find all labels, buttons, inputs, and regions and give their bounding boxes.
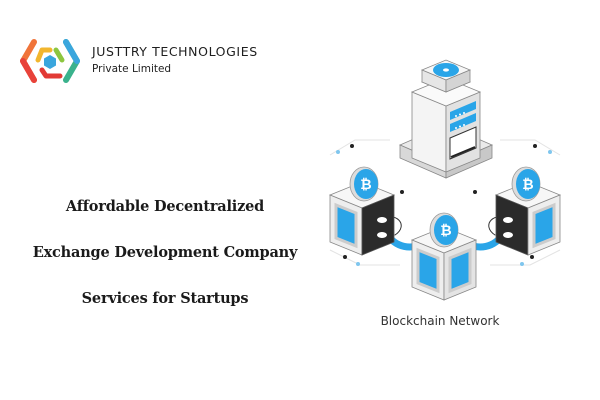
headline-line-1: Affordable Decentralized: [65, 198, 265, 215]
headline: Affordable Decentralized Exchange Develo…: [0, 197, 330, 335]
brand-name: JUSTTRY TECHNOLOGIES: [92, 44, 258, 59]
block-cube-icon: [328, 181, 396, 256]
brand-subtitle: Private Limited: [92, 63, 172, 75]
illustration-caption: Blockchain Network: [380, 314, 500, 328]
company-logo-icon: [20, 39, 80, 83]
brand-block: JUSTTRY TECHNOLOGIES Private Limited: [92, 44, 258, 76]
headline-line-3: Services for Startups: [81, 290, 249, 307]
server-icon: [398, 59, 494, 179]
block-cube-icon: [494, 181, 562, 256]
headline-line-2: Exchange Development Company: [32, 244, 298, 261]
blockchain-network-illustration: ₿: [328, 59, 562, 301]
